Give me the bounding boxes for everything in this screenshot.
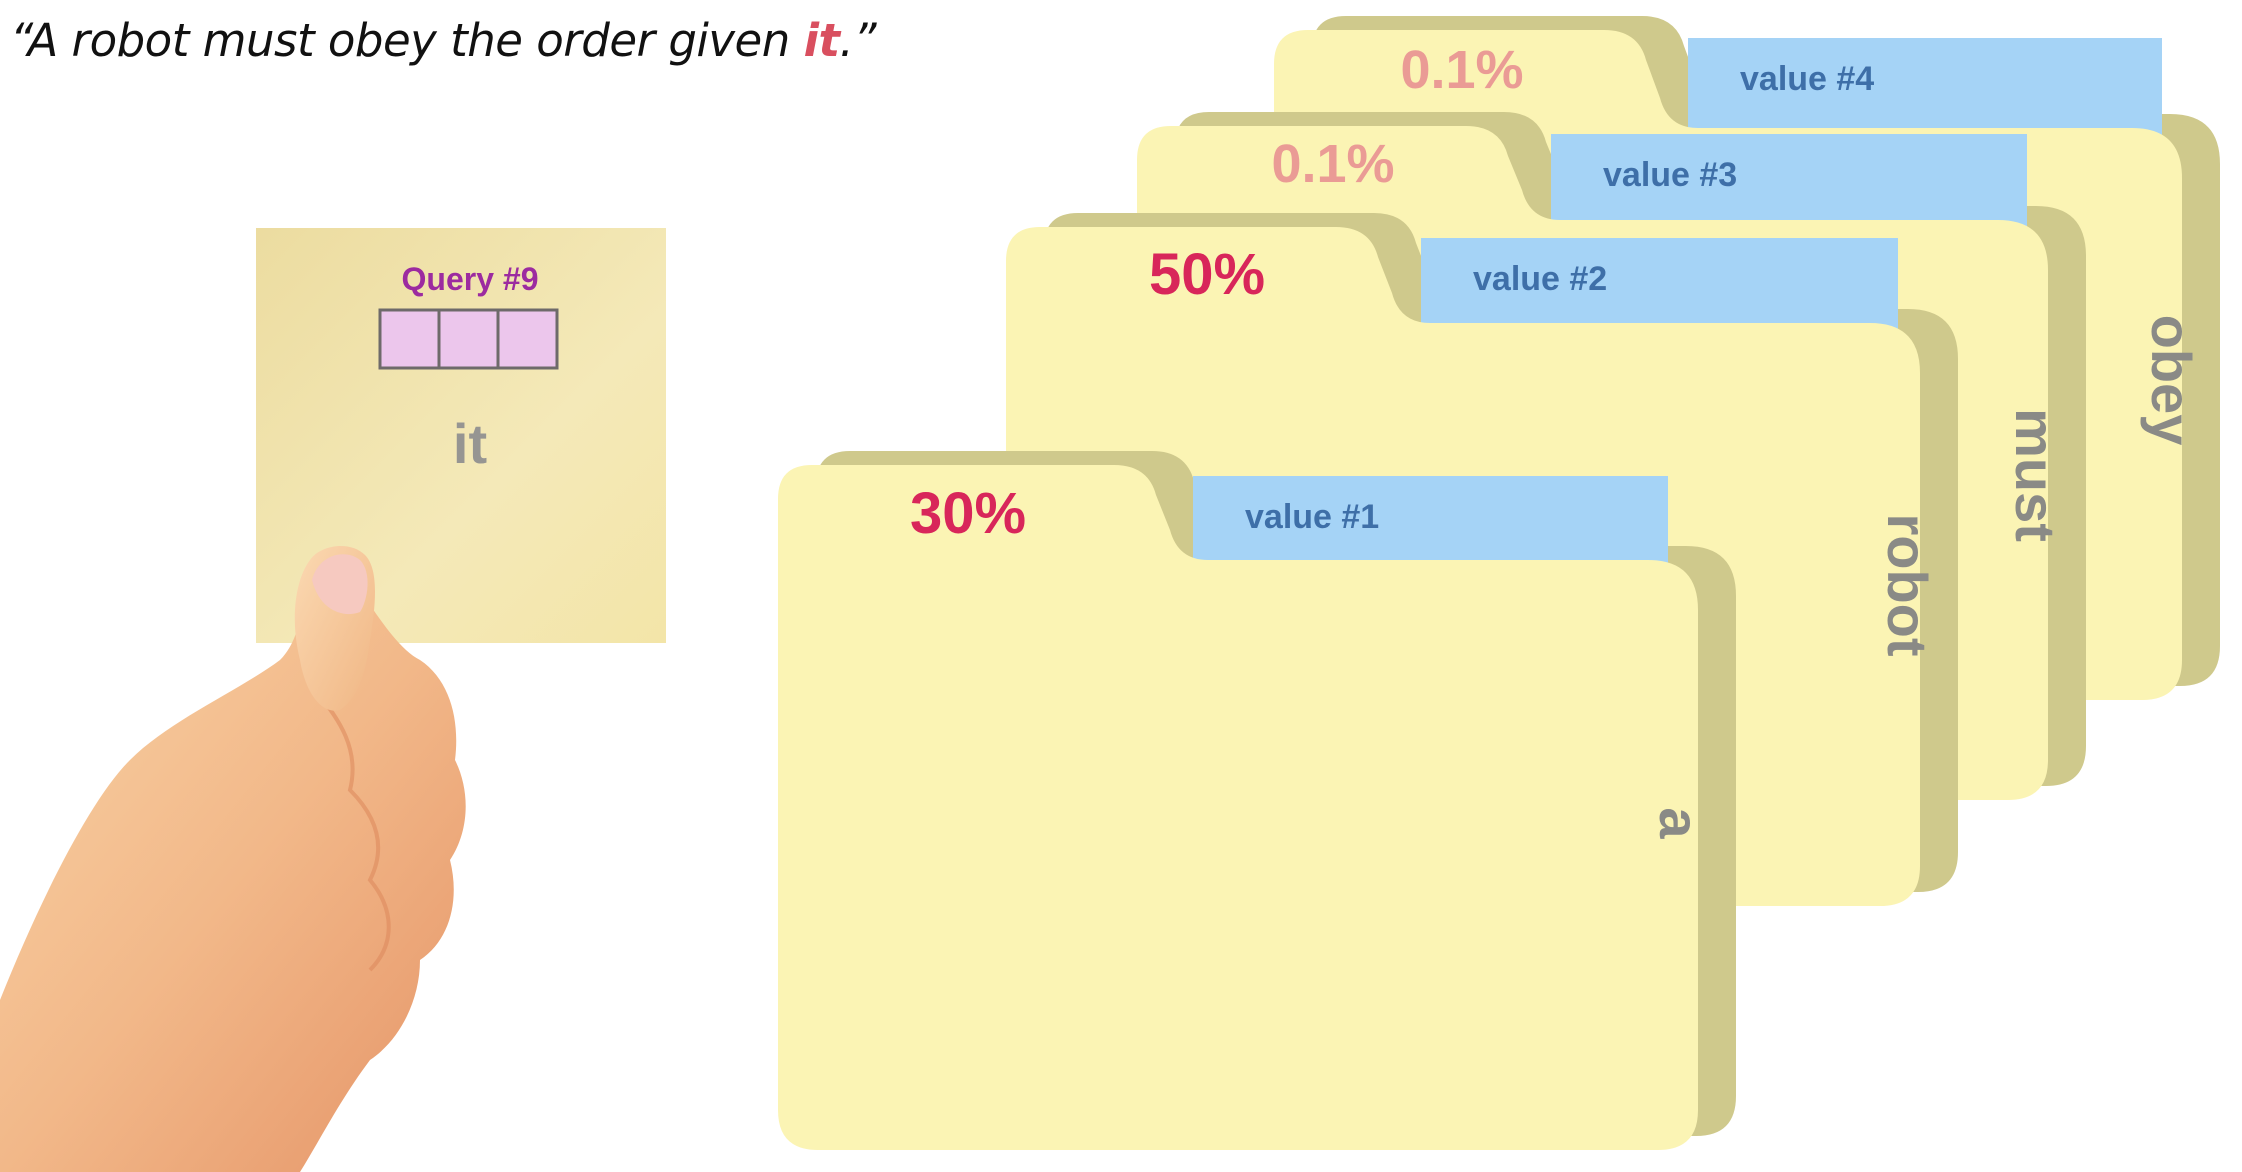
query-vector-cell (437, 308, 500, 370)
key-label: a (1648, 807, 1711, 839)
hand-illustration (0, 545, 466, 1172)
sentence-highlight-word: it (803, 14, 840, 67)
query-vector-cell (496, 308, 559, 370)
value-label: value #2 (1473, 260, 1607, 298)
query-title: Query #9 (402, 261, 539, 297)
query-vector-cell (378, 308, 441, 370)
value-label: value #3 (1603, 156, 1737, 194)
finger-crease (313, 688, 391, 972)
query-word: it (453, 412, 487, 475)
attention-weight: 30% (910, 481, 1026, 546)
query-vector (378, 308, 559, 370)
sentence-text: “A robot must obey the order given (10, 14, 804, 67)
thumbnail (312, 554, 368, 615)
key-label: robot (1876, 513, 1939, 656)
sentence-end: .” (839, 14, 877, 67)
folder-body (778, 465, 1698, 1150)
value-label: value #1 (1245, 498, 1379, 536)
attention-weight: 0.1% (1271, 134, 1394, 194)
attention-weight: 50% (1149, 242, 1265, 307)
value-label: value #4 (1740, 60, 1874, 98)
key-folder-a: 30% value #1 a (778, 451, 1736, 1150)
sentence: “A robot must obey the order given it.” (10, 14, 877, 67)
key-label: must (2004, 408, 2067, 542)
key-label: obey (2140, 315, 2203, 446)
key-folders: 0.1% value #4 obey 0.1% value #3 must 50% value… (778, 16, 2220, 1150)
hand-palm (0, 590, 466, 1172)
attention-weight: 0.1% (1400, 40, 1523, 100)
